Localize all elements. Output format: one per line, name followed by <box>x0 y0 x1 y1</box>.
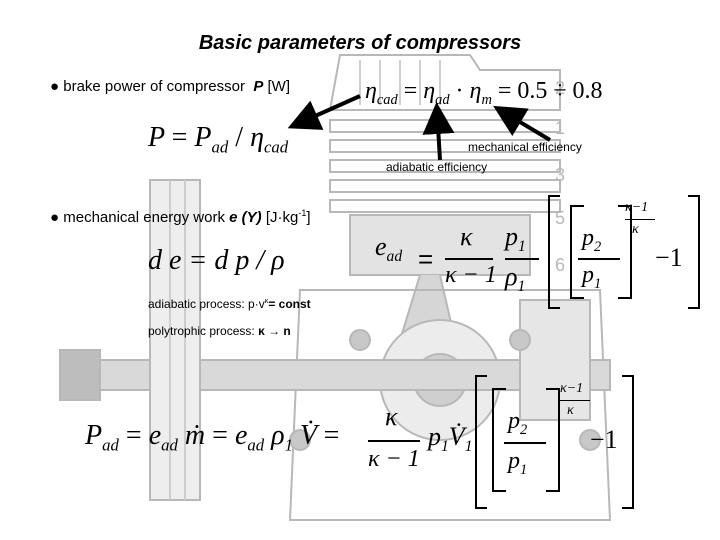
fraction-bar <box>578 258 620 260</box>
minus-one: −1 <box>655 243 683 272</box>
bullet-icon: ● <box>50 209 60 226</box>
exponent-numerator: κ−1 <box>625 200 649 215</box>
exponent-denominator-2: κ <box>567 403 574 418</box>
part-number: 6 <box>555 255 566 275</box>
p1-numerator: p1 <box>505 222 526 256</box>
bullet-text: brake power of compressor <box>63 78 245 95</box>
right-bracket <box>688 195 700 309</box>
right-paren <box>618 205 632 299</box>
work-unit: [J·kg-1] <box>265 208 311 226</box>
power-symbol: P <box>253 78 264 95</box>
part-number: 3 <box>555 165 566 185</box>
eta-cad-formula: ηcad = ηad · ηm = 0.5 ÷ 0.8 <box>365 78 603 108</box>
part-number: 5 <box>555 208 566 228</box>
bullet-icon: ● <box>50 78 60 95</box>
e-ad-formula: ead <box>375 232 403 266</box>
fraction-bar <box>504 442 546 444</box>
left-paren-2 <box>492 388 506 492</box>
kappa-numerator: κ <box>460 222 473 251</box>
exponent-denominator: κ <box>632 222 639 237</box>
p1-denominator: p1 <box>582 262 602 292</box>
rho1-denominator: ρ1 <box>505 262 526 296</box>
equals-sign: = <box>418 244 434 274</box>
minus-one-2: −1 <box>590 425 618 454</box>
kappa-denominator-2: κ − 1 <box>368 446 420 472</box>
fraction-bar <box>368 440 420 442</box>
p1-V1-term: p1V̇1 <box>428 422 473 456</box>
left-bracket-2 <box>475 375 487 509</box>
power-unit: [W] <box>267 78 291 95</box>
mechanical-efficiency-label: mechanical efficiency <box>468 140 582 154</box>
adiabatic-efficiency-label: adiabatic efficiency <box>386 160 488 174</box>
kappa-denominator: κ − 1 <box>445 262 497 288</box>
fraction-bar <box>505 258 539 260</box>
power-formula: P = Pad / ηcad <box>148 122 289 157</box>
adiabatic-process-note: adiabatic process: p·vκ= const <box>148 296 311 311</box>
fraction-bar <box>625 219 655 220</box>
right-paren-2 <box>546 388 560 492</box>
polytrophic-process-note: polytrophic process: κ → n <box>148 324 291 338</box>
exponent-numerator-2: κ−1 <box>560 381 584 396</box>
bullet-mechanical-work: ● mechanical energy work e (Y) [J·kg-1] <box>50 208 311 226</box>
right-bracket-2 <box>622 375 634 509</box>
kappa-numerator-2: κ <box>385 402 398 431</box>
bullet-text: mechanical energy work <box>63 209 225 226</box>
part-number: 1 <box>555 118 566 138</box>
p-ad-formula-lhs: Pad = ead ṁ = ead ρ1 V̇ = <box>85 420 340 455</box>
p2-numerator-2: p2 <box>508 408 528 438</box>
left-bracket <box>548 195 560 309</box>
p1-denominator-2: p1 <box>508 448 528 478</box>
work-differential-formula: d e = d p / ρ <box>148 245 285 276</box>
p2-numerator: p2 <box>582 225 602 255</box>
slide-title: Basic parameters of compressors <box>198 32 522 54</box>
fraction-bar <box>560 400 590 401</box>
work-symbol: e (Y) <box>229 209 262 226</box>
bullet-brake-power: ● brake power of compressor P [W] <box>50 78 290 95</box>
part-number: 2 <box>555 78 566 98</box>
fraction-bar <box>445 258 493 260</box>
left-paren <box>570 205 584 299</box>
